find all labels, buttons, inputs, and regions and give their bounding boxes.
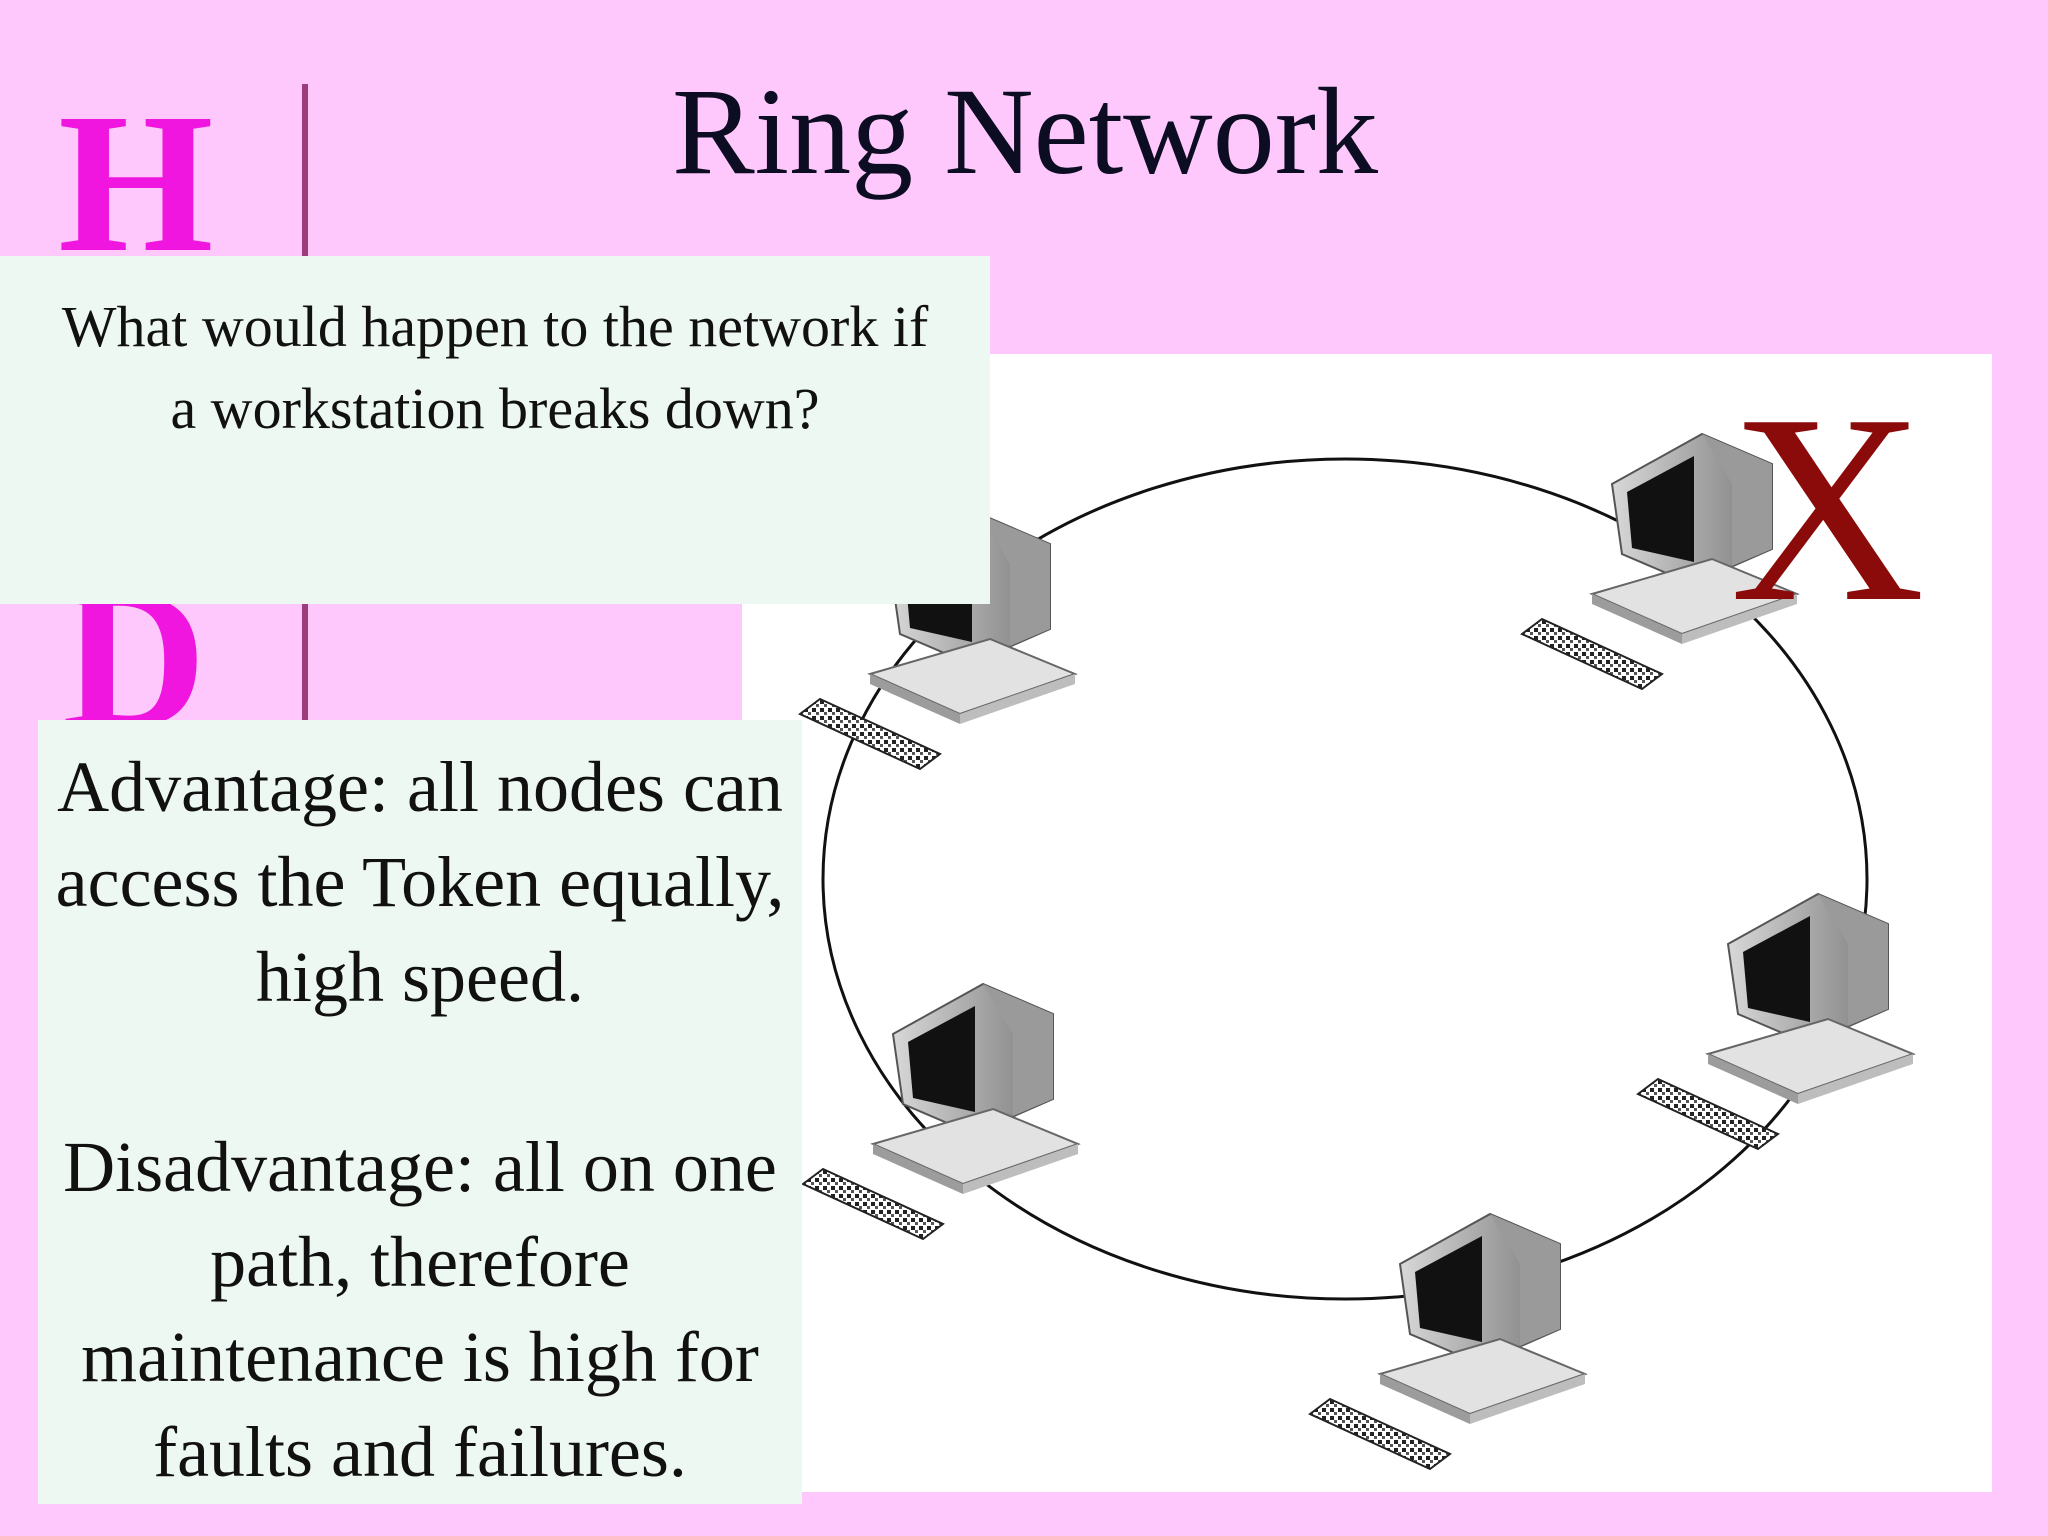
failure-x-mark: X <box>1730 359 1925 658</box>
ring-cable <box>821 457 1869 1301</box>
computer-icon <box>1309 1213 1586 1470</box>
accent-letter-h: H <box>58 73 214 294</box>
page-title: Ring Network <box>671 63 1379 200</box>
divider-bar-top <box>302 84 308 256</box>
computer-icon <box>1637 893 1914 1150</box>
question-text: What would happen to the network if a wo… <box>61 294 929 441</box>
advantage-text: Advantage: all nodes can access the Toke… <box>55 747 785 1017</box>
computer-icon <box>802 983 1079 1240</box>
pros-cons-callout: Advantage: all nodes can access the Toke… <box>38 720 802 1504</box>
divider-bar-bottom <box>302 604 308 720</box>
question-callout: What would happen to the network if a wo… <box>0 256 990 604</box>
disadvantage-text: Disadvantage: all on one path, therefore… <box>63 1127 777 1492</box>
